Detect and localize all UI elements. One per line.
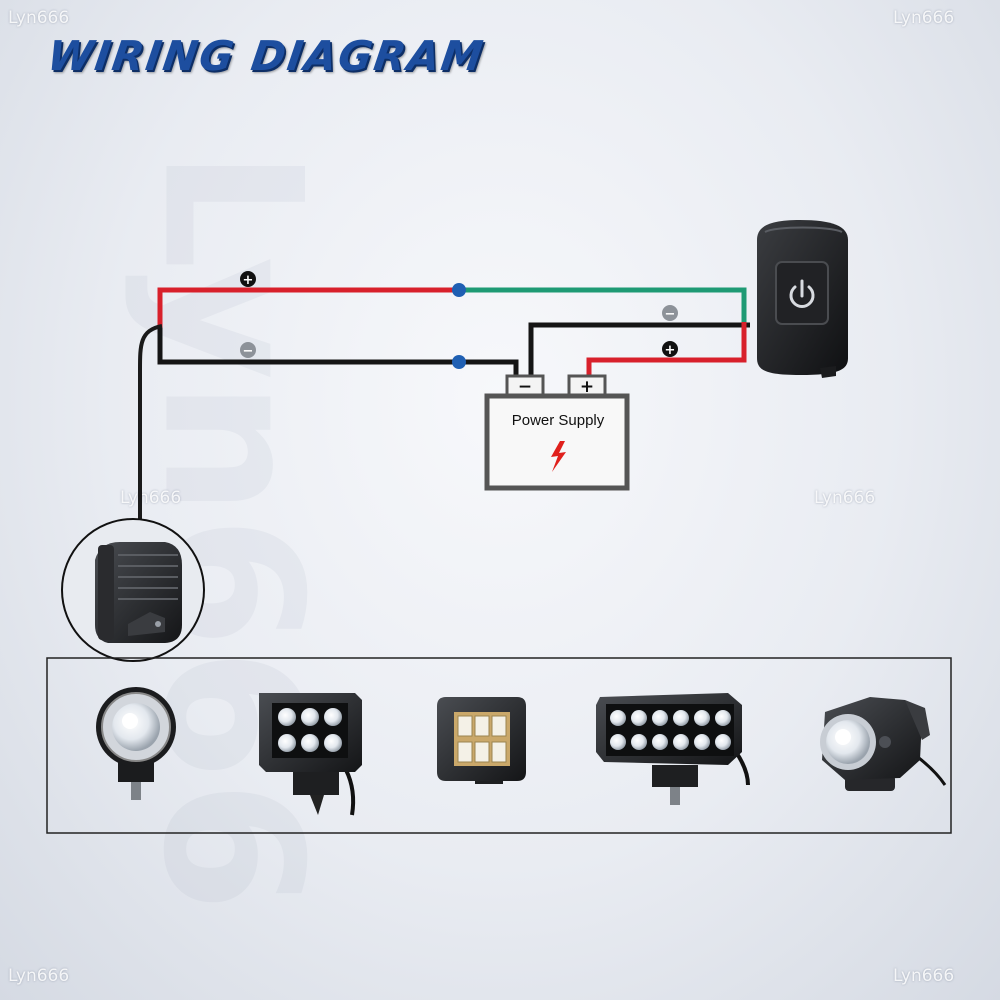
svg-text:−: − [243, 344, 254, 359]
switch-negative-wire [528, 322, 750, 378]
watermark-mid-left: Lyn666 [120, 488, 182, 508]
light-cable [138, 324, 163, 545]
power-supply: − + [484, 374, 630, 491]
minus-marker-switch: − [662, 305, 678, 322]
watermark-bottom-right: Lyn666 [893, 966, 955, 986]
lightning-icon [551, 441, 566, 472]
light-detail-circle [61, 518, 205, 662]
switch-output-wire [459, 287, 747, 322]
minus-marker-left: − [240, 342, 256, 359]
negative-terminal: − [518, 377, 532, 397]
power-supply-label: Power Supply [511, 412, 605, 429]
switch-positive-wire [586, 322, 747, 378]
plus-marker-left: + [240, 271, 256, 288]
watermark-top-right: Lyn666 [893, 8, 955, 28]
cube-led-light-icon [437, 697, 526, 784]
positive-terminal: + [580, 377, 594, 397]
svg-text:+: + [665, 343, 676, 358]
led-light-bar-icon [596, 693, 750, 805]
watermark-mid-right: Lyn666 [814, 488, 876, 508]
square-led-light-icon [259, 693, 362, 816]
projector-light-icon [820, 697, 947, 791]
power-switch [757, 220, 848, 378]
watermark-top-left: Lyn666 [8, 8, 70, 28]
svg-text:+: + [243, 273, 254, 288]
plus-marker-switch: + [662, 341, 678, 358]
watermark-bottom-left: Lyn666 [8, 966, 70, 986]
junction-top [452, 283, 466, 297]
product-row-frame [46, 657, 952, 834]
power-button-icon [789, 279, 815, 308]
negative-wire [157, 328, 519, 378]
positive-wire [157, 287, 459, 328]
round-led-light-icon [96, 687, 176, 800]
junction-bottom [452, 355, 466, 369]
svg-text:−: − [665, 307, 676, 322]
